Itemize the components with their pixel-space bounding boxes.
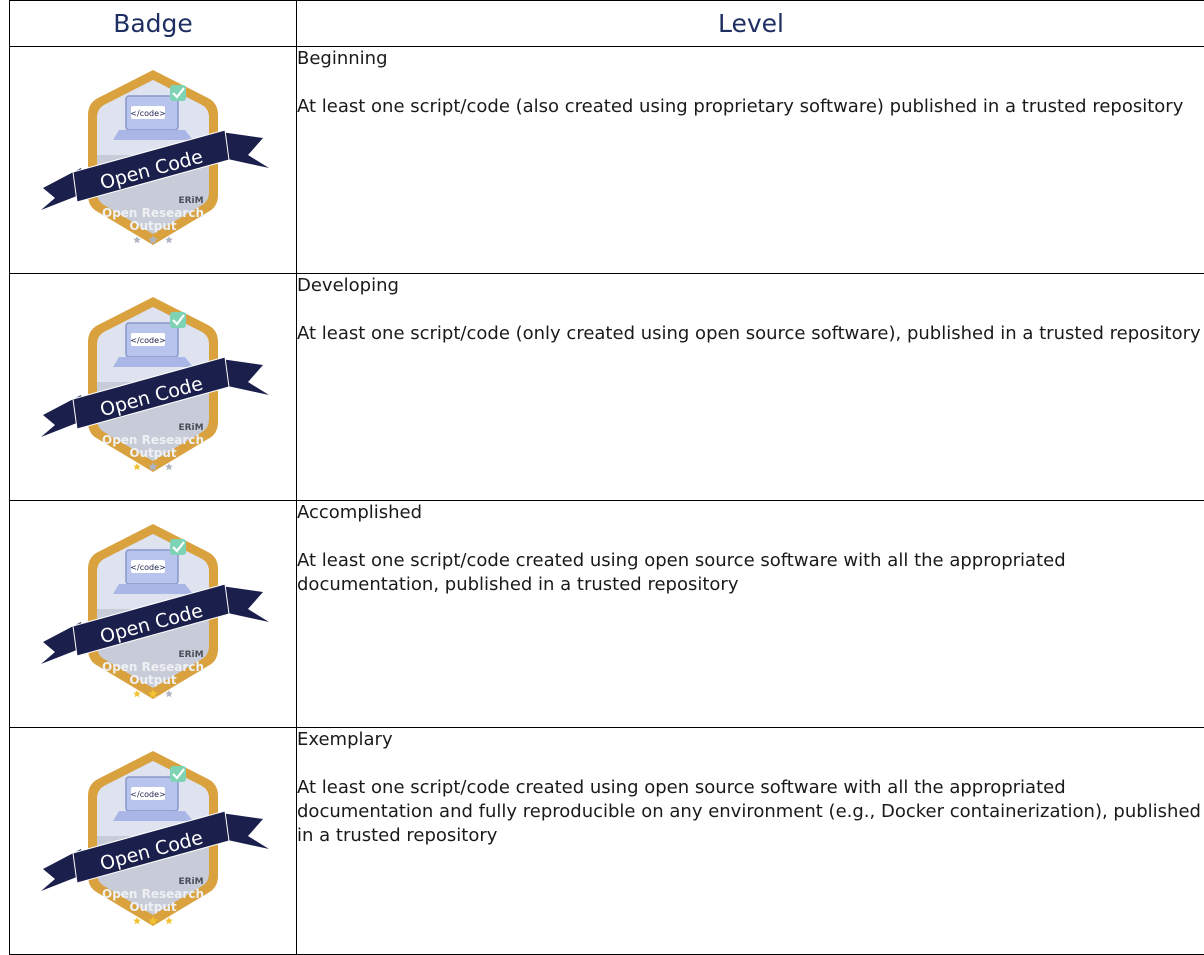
badge-line2-text: Output [129,673,177,687]
level-cell: Exemplary At least one script/code creat… [297,728,1204,955]
badge-line1-text: Open Research [102,433,204,447]
badge-line1-text: Open Research [102,660,204,674]
badge-line2-text: Output [129,446,177,460]
level-title: Exemplary [297,728,1204,752]
level-description: At least one script/code created using o… [297,549,1204,597]
badge-line2-text: Output [129,900,177,914]
level-description: At least one script/code (only created u… [297,322,1204,346]
check-icon [170,766,186,782]
badge-line1-text: Open Research [102,887,204,901]
star-icon [165,236,173,243]
header-badge: Badge [10,1,297,47]
check-icon [170,539,186,555]
brand-text: ERiM [178,650,203,660]
table-header-row: Badge Level [10,1,1204,47]
brand-text: ERiM [178,877,203,887]
star-icon [133,463,141,470]
star-icon [133,917,141,924]
header-level: Level [297,1,1204,47]
code-tag-text: </code> [130,336,165,345]
check-icon [170,312,186,328]
badge-line1-text: Open Research [102,206,204,220]
level-description: At least one script/code (also created u… [297,95,1204,119]
level-title: Beginning [297,47,1204,71]
level-cell: Accomplished At least one script/code cr… [297,501,1204,728]
level-title: Accomplished [297,501,1204,525]
brand-text: ERiM [178,423,203,433]
star-icon [133,236,141,243]
star-icon [165,917,173,924]
code-tag-text: </code> [130,563,165,572]
code-tag-text: </code> [130,109,165,118]
badge-line2-text: Output [129,219,177,233]
level-title: Developing [297,274,1204,298]
level-cell: Developing At least one script/code (onl… [297,274,1204,501]
star-icon [165,463,173,470]
code-tag-text: </code> [130,790,165,799]
star-icon [133,690,141,697]
level-cell: Beginning At least one script/code (also… [297,47,1204,274]
star-icon [165,690,173,697]
brand-text: ERiM [178,196,203,206]
level-description: At least one script/code created using o… [297,776,1204,848]
check-icon [170,85,186,101]
